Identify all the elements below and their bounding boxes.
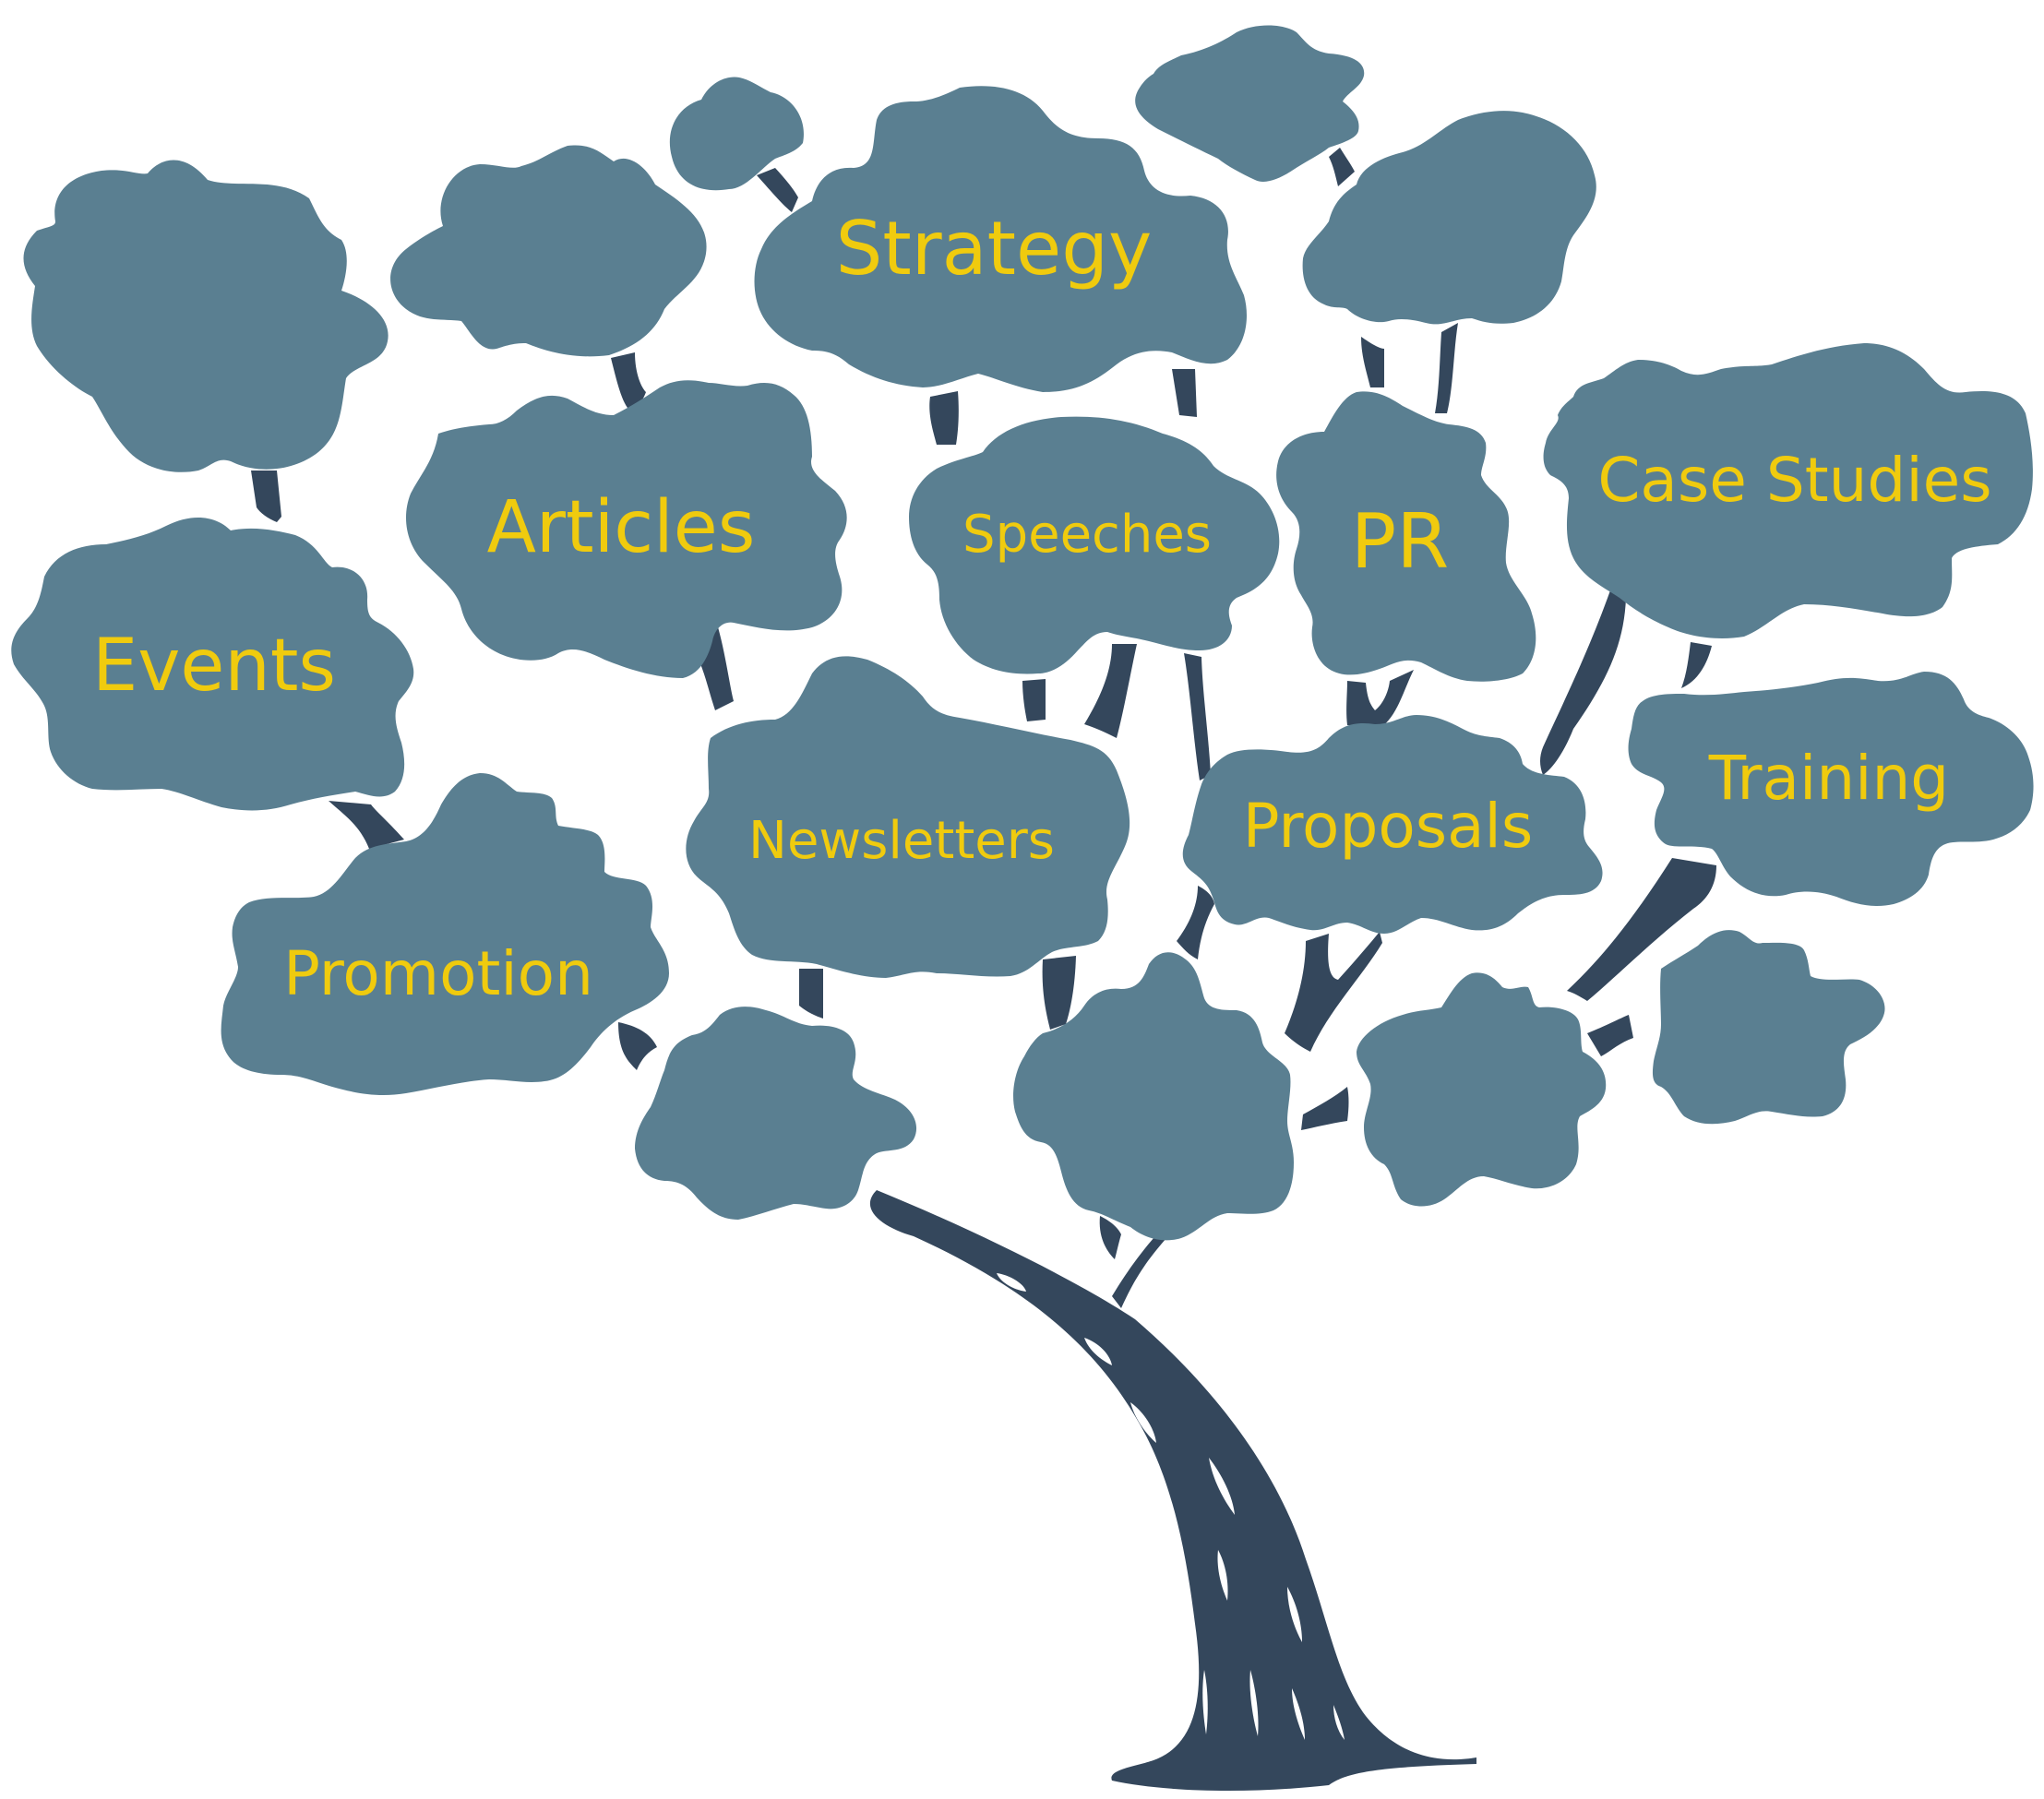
- cloud-foliage-icon: [1182, 715, 1603, 934]
- cloud-foliage-icon: [221, 773, 670, 1096]
- cloud-foliage-icon: [686, 656, 1130, 978]
- strategy-label: Strategy: [836, 206, 1153, 292]
- speeches-label: Speeches: [962, 505, 1212, 565]
- promotion-label: Promotion: [283, 938, 593, 1009]
- tree-trunk-icon: [869, 1190, 1476, 1792]
- cloud-foliage-icon: [1276, 391, 1536, 682]
- cloud-foliage-icon: [406, 380, 847, 678]
- cloud-foliage-icon: [23, 160, 388, 472]
- cloud-foliage-icon: [635, 1007, 917, 1220]
- cloud-foliage-icon: [909, 416, 1280, 674]
- cloud-foliage-icon: [754, 86, 1247, 392]
- training-label: Training: [1708, 743, 1949, 814]
- cloud-foliage-icon: [669, 77, 804, 191]
- newsletters-label: Newsletters: [748, 811, 1055, 871]
- cloud-foliage-icon: [11, 517, 414, 811]
- cloud-foliage-icon: [1543, 343, 2033, 638]
- events-label: Events: [92, 625, 336, 708]
- cloud-foliage-icon: [1135, 25, 1365, 182]
- cloud-foliage-icon: [1652, 930, 1885, 1125]
- cloud-foliage-icon: [1628, 672, 2034, 907]
- cloud-foliage-icon: [1302, 111, 1596, 325]
- cloud-foliage-icon: [390, 145, 707, 357]
- cloud-foliage-icon: [1013, 952, 1294, 1241]
- case-studies-label: Case Studies: [1597, 445, 1991, 516]
- articles-label: Articles: [487, 486, 756, 569]
- cloud-foliage-icon: [1357, 972, 1607, 1207]
- pr-label: PR: [1351, 498, 1449, 586]
- proposals-label: Proposals: [1243, 791, 1534, 862]
